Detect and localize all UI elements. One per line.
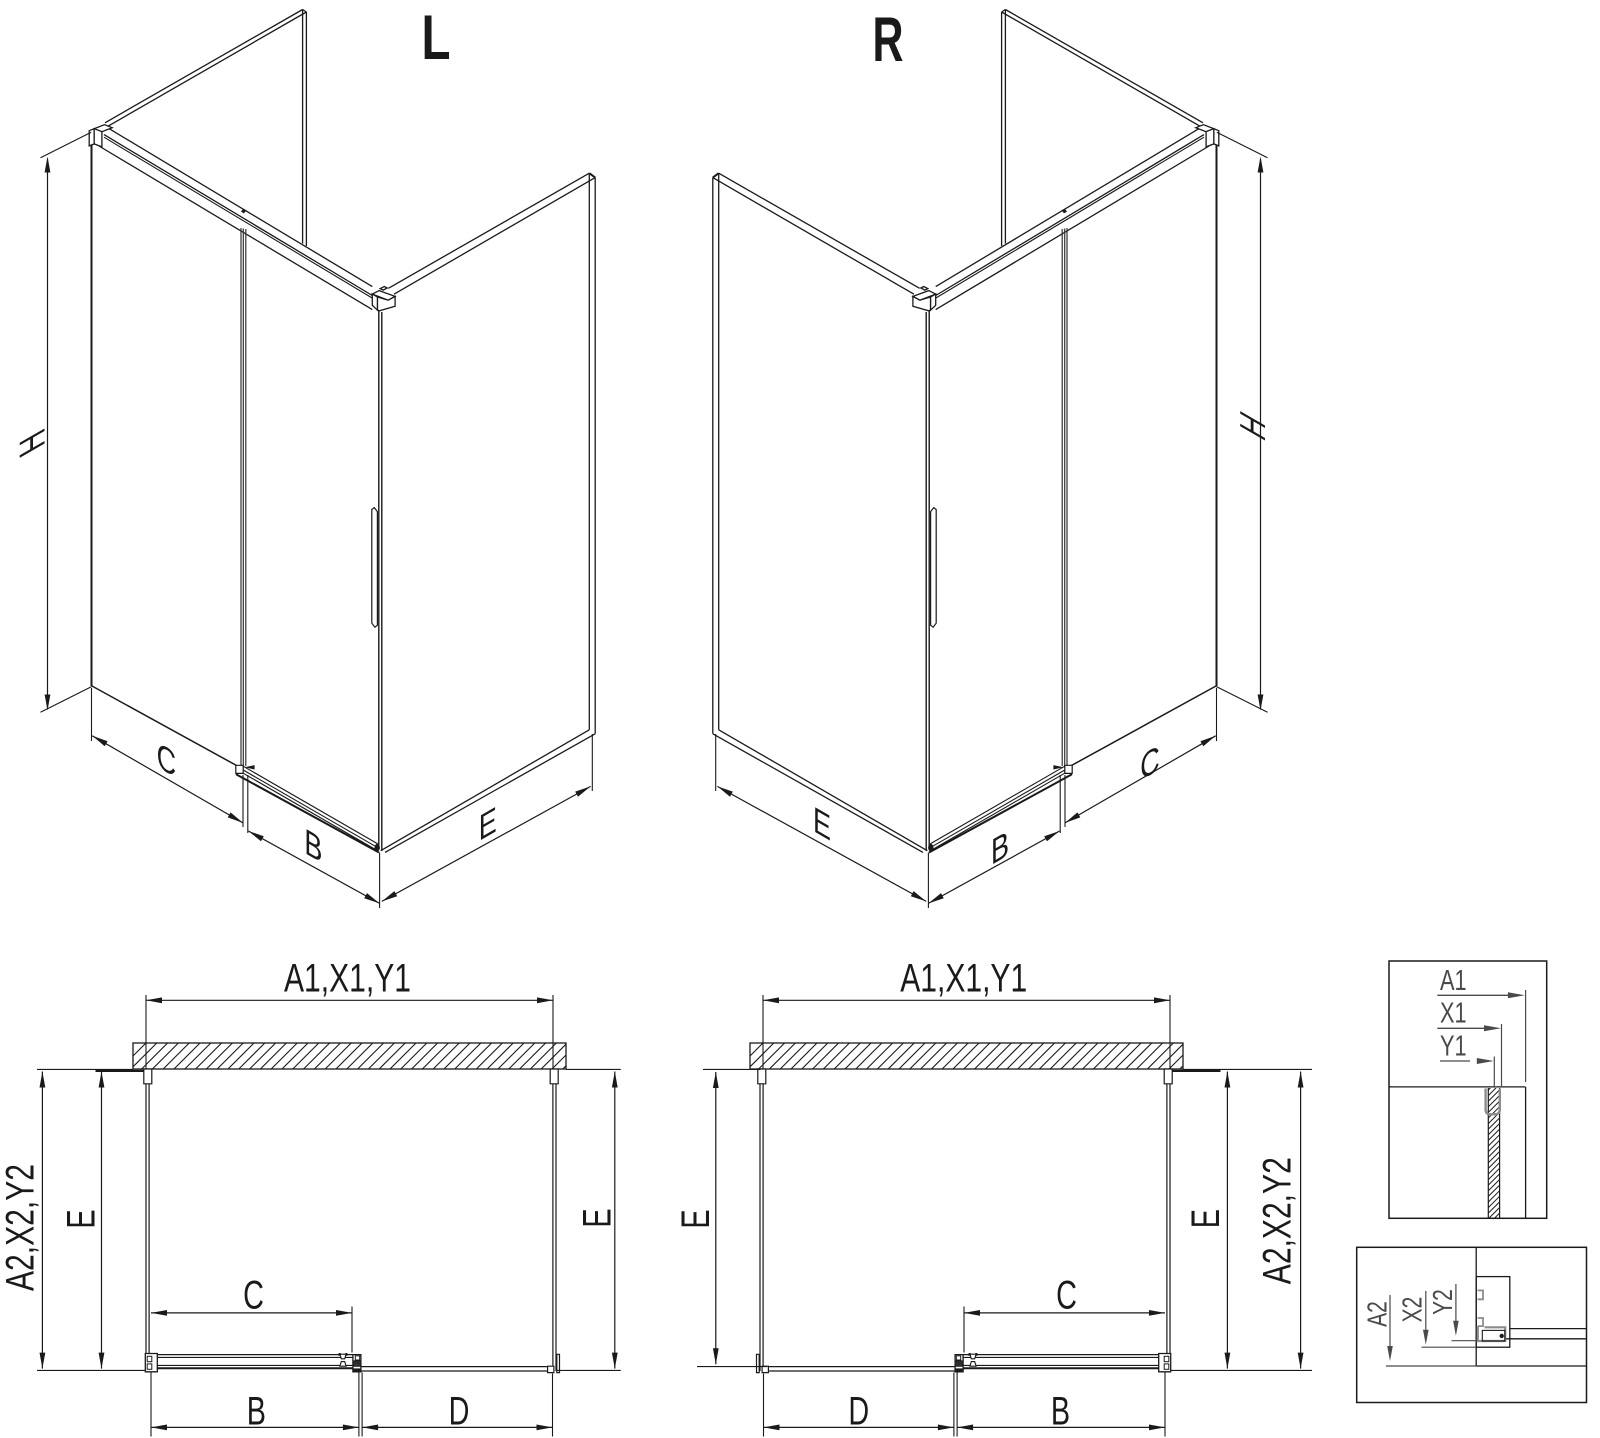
svg-text:C: C — [1140, 738, 1159, 789]
svg-text:L: L — [422, 3, 451, 73]
svg-text:B: B — [1051, 1389, 1070, 1434]
svg-text:B: B — [247, 1389, 266, 1434]
svg-text:A2,X2,Y2: A2,X2,Y2 — [0, 1164, 43, 1291]
svg-text:A1,X1,Y1: A1,X1,Y1 — [900, 957, 1027, 1001]
svg-text:X2: X2 — [1398, 1297, 1429, 1323]
svg-text:Y2: Y2 — [1428, 1289, 1459, 1315]
svg-text:R: R — [873, 5, 904, 75]
svg-text:E: E — [673, 1209, 718, 1228]
svg-text:X1: X1 — [1440, 998, 1467, 1030]
svg-text:C: C — [157, 735, 176, 786]
svg-text:D: D — [449, 1389, 470, 1434]
svg-text:E: E — [813, 800, 831, 850]
svg-text:C: C — [243, 1273, 264, 1318]
svg-text:B: B — [304, 822, 322, 872]
svg-text:E: E — [479, 800, 497, 850]
svg-text:A2: A2 — [1363, 1301, 1394, 1327]
svg-text:A2,X2,Y2: A2,X2,Y2 — [1256, 1157, 1300, 1284]
svg-text:Y1: Y1 — [1440, 1031, 1467, 1063]
svg-text:B: B — [991, 824, 1009, 874]
svg-text:A1: A1 — [1440, 965, 1467, 997]
svg-text:D: D — [848, 1389, 869, 1434]
svg-text:A1,X1,Y1: A1,X1,Y1 — [284, 957, 411, 1001]
svg-text:E: E — [575, 1208, 620, 1227]
svg-text:C: C — [1056, 1273, 1077, 1318]
svg-text:E: E — [1183, 1209, 1228, 1228]
svg-text:E: E — [59, 1209, 104, 1228]
